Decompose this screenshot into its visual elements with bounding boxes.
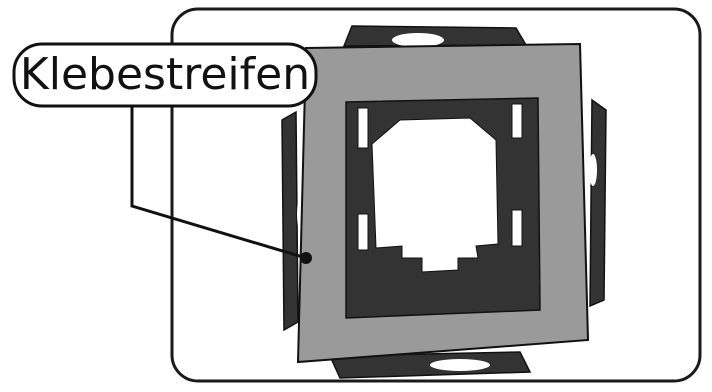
clip-slots [357,103,523,251]
plate-slots [297,33,597,371]
callout-bubble [12,42,318,108]
leader-line [130,106,307,260]
callout-label: Klebestreifen [19,49,311,100]
socket-cutout [371,117,499,273]
